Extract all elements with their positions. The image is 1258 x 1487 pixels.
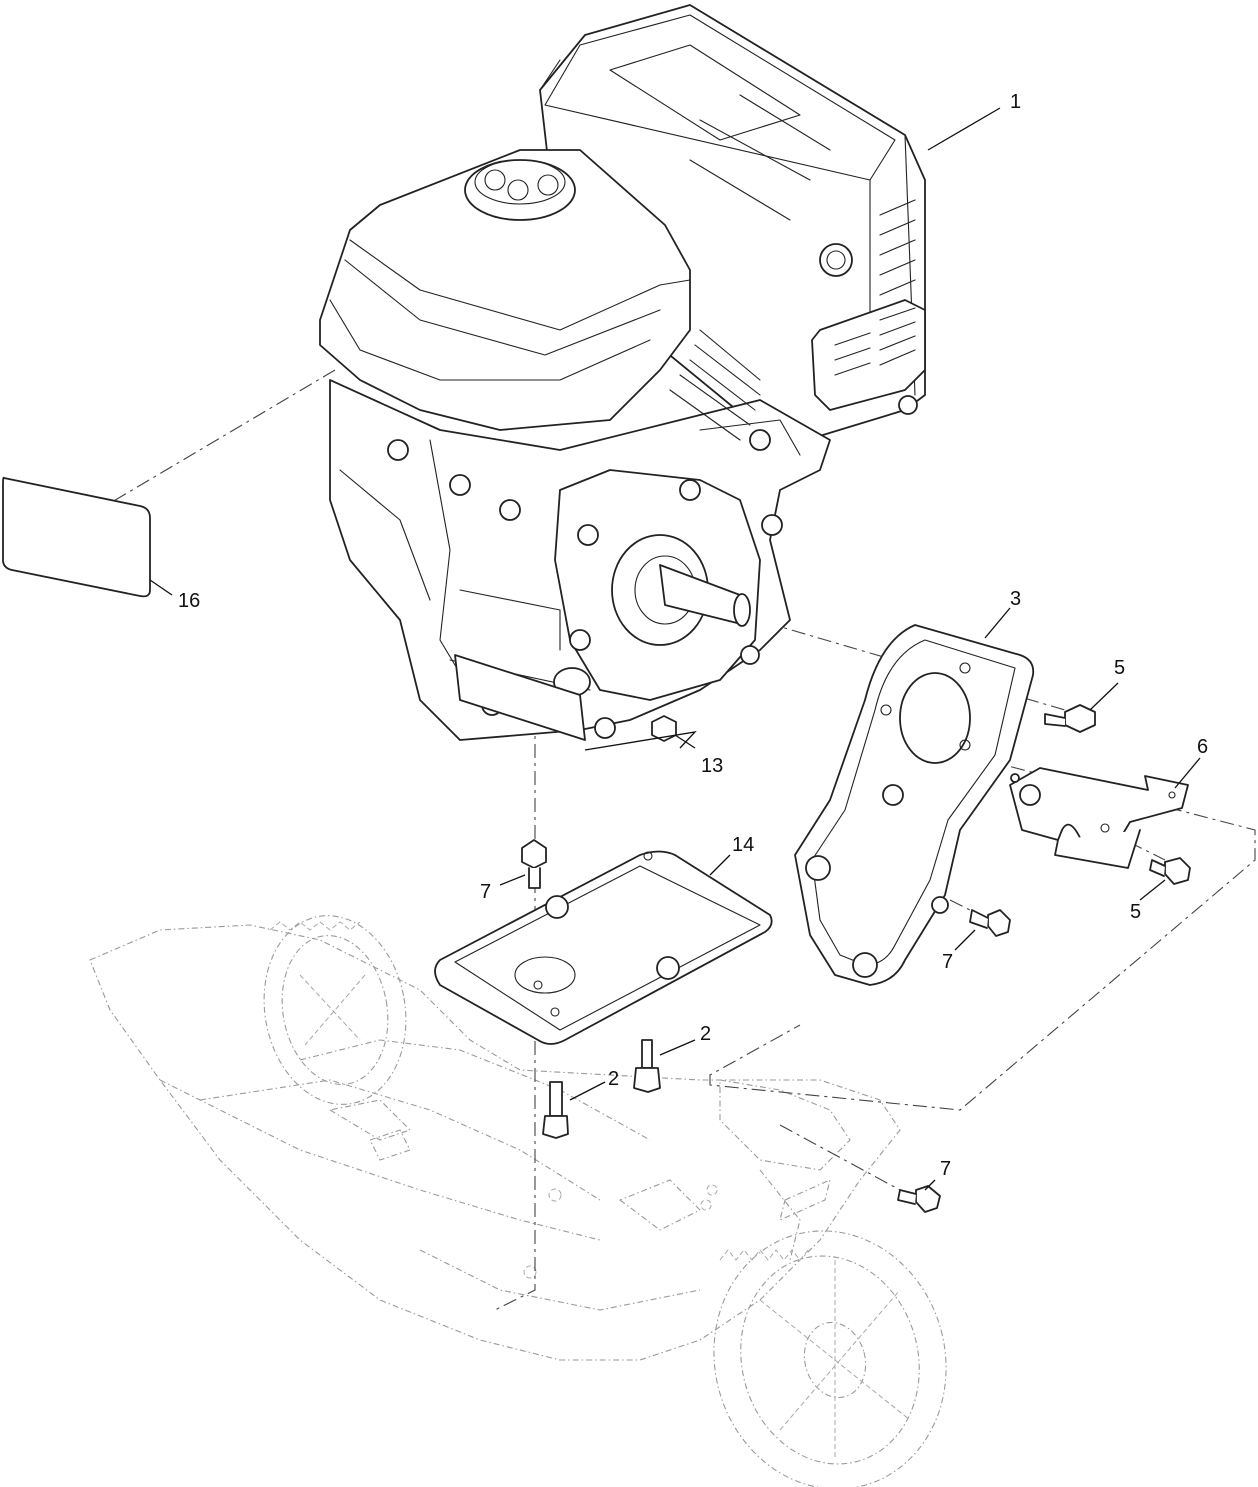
- callout-7: 7: [480, 881, 491, 903]
- bolts: [521, 704, 1191, 1213]
- callout-1: 1: [1010, 91, 1021, 113]
- callout-7: 7: [940, 1158, 951, 1180]
- callout-3: 3: [1010, 588, 1021, 610]
- callout-13: 13: [701, 755, 723, 777]
- callout-16: 16: [178, 590, 200, 612]
- leader-lines: [149, 107, 1201, 1191]
- callout-labels: 1 16 3 5 6 13 14 7 5 7 2 2 7: [178, 91, 1208, 1180]
- bracket-6: [1009, 767, 1189, 869]
- mount-plate-3: [794, 624, 1035, 986]
- chassis-ghost: [89, 915, 947, 1487]
- decal-16: [2, 476, 151, 598]
- callout-14: 14: [732, 834, 754, 856]
- callout-5: 5: [1114, 657, 1125, 679]
- callout-5: 5: [1130, 901, 1141, 923]
- base-plate-14: [434, 850, 773, 1045]
- callout-7: 7: [942, 951, 953, 973]
- callout-2: 2: [608, 1068, 619, 1090]
- callout-2: 2: [700, 1023, 711, 1045]
- engine-assembly: [319, 4, 926, 741]
- callout-6: 6: [1197, 736, 1208, 758]
